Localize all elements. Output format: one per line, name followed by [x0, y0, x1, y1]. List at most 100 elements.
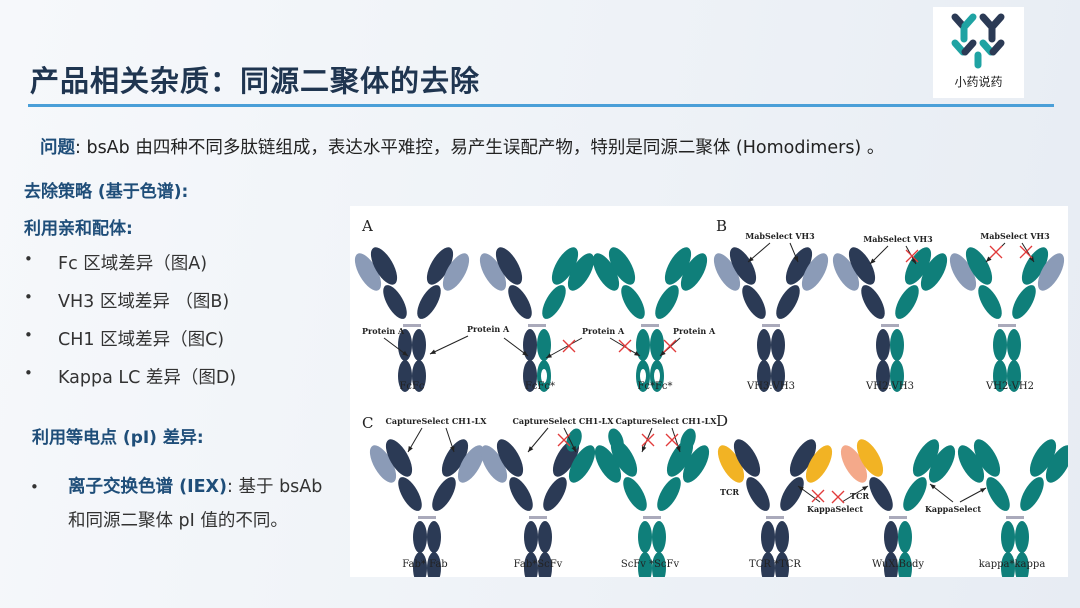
- fc-ch3-right: [890, 360, 904, 392]
- fc-ch2-right: [775, 521, 789, 553]
- panel-letter-c: C: [362, 414, 373, 432]
- fc-ch3-left: [523, 360, 537, 392]
- heavy-chain-ch1-left: [869, 477, 893, 511]
- fc-ch2-left: [636, 329, 650, 361]
- list-item-label: VH3 区域差异 （图B): [58, 292, 230, 312]
- cross-mark-icon: [1019, 245, 1033, 259]
- light-chain-left: [832, 253, 860, 291]
- fc-ch3-right: [412, 360, 426, 392]
- light-chain-right: [682, 445, 710, 483]
- tcr-label: TCR: [850, 491, 869, 501]
- arrowhead: [1029, 256, 1034, 262]
- heavy-chain-vh-left: [370, 247, 398, 285]
- arrowhead: [986, 256, 992, 262]
- fc-ch3-left: [884, 552, 898, 577]
- arrowhead: [430, 349, 436, 354]
- light-chain-right: [920, 253, 948, 291]
- light-chain-left: [949, 253, 977, 291]
- heavy-chain-vh-right: [785, 247, 813, 285]
- tcr-label: TCR: [720, 487, 739, 497]
- light-chain-left: [592, 253, 620, 291]
- heavy-chain-ch1-right: [780, 477, 804, 511]
- heavy-chain-ch1-left: [746, 477, 770, 511]
- heavy-chain-vh-left: [856, 439, 884, 477]
- kappaselect-label: KappaSelect: [807, 504, 863, 514]
- caption-d3: kappa*kappa: [979, 559, 1046, 570]
- arrowhead: [450, 446, 455, 452]
- light-chain-right: [928, 445, 956, 483]
- list-item: • CH1 区域差异（图C): [24, 326, 236, 364]
- bullet-dot: •: [24, 326, 33, 344]
- mabselect-label: MabSelect VH3: [980, 231, 1050, 241]
- caption-a1: FcFc: [399, 381, 424, 392]
- panel-letter-b: B: [716, 217, 727, 235]
- fc-ch3-right: [771, 360, 785, 392]
- heavy-chain-ch1-left: [509, 477, 533, 511]
- heavy-chain-vh-left: [848, 247, 876, 285]
- heavy-chain-ch1-right: [776, 285, 800, 319]
- bullet-dot: •: [24, 288, 33, 306]
- caption-c1: Fab* Fab: [402, 559, 447, 570]
- fc-ch3-left: [524, 552, 538, 577]
- list-item-label: CH1 区域差异（图C): [58, 330, 225, 350]
- heavy-chain-vh-right: [1021, 247, 1049, 285]
- hinge-bar: [528, 324, 546, 327]
- hinge-bar: [766, 516, 784, 519]
- light-chain-left: [594, 445, 622, 483]
- heavy-chain-vh-left: [733, 439, 761, 477]
- arrowhead: [676, 446, 681, 452]
- bullet-dot: •: [24, 250, 33, 268]
- arrowhead: [546, 353, 552, 358]
- light-chain-right: [568, 445, 596, 483]
- list-item: •Fc 区域差异（图A): [24, 250, 236, 288]
- fc-mutation-mark-left: [640, 369, 646, 383]
- heavy-chain-vh-left: [608, 247, 636, 285]
- logo-mark-icon: [951, 13, 1005, 69]
- cross-mark-icon: [618, 339, 632, 353]
- mabselect-label: MabSelect VH3: [863, 234, 933, 244]
- captureselect-label: CaptureSelect CH1-LX: [386, 416, 488, 426]
- arrowhead: [980, 488, 986, 493]
- heavy-chain-vh-right: [551, 247, 579, 285]
- arrowhead: [798, 486, 804, 492]
- light-chain-right: [1045, 445, 1068, 483]
- scfv-domain-left: [608, 428, 624, 452]
- fc-ch2-right: [898, 521, 912, 553]
- light-chain-right: [457, 445, 485, 483]
- fc-ch3-left: [1001, 552, 1015, 577]
- bullet-dot: •: [24, 364, 33, 382]
- heavy-chain-vh-right: [789, 439, 817, 477]
- hinge-bar: [1006, 516, 1024, 519]
- fc-ch2-left: [638, 521, 652, 553]
- hinge-bar: [881, 324, 899, 327]
- heavy-chain-vh-right: [426, 247, 454, 285]
- light-chain-right: [1037, 253, 1065, 291]
- light-chain-left: [479, 253, 507, 291]
- light-chain-right: [801, 253, 829, 291]
- fc-ch2-left: [398, 329, 412, 361]
- heavy-chain-vh-right: [664, 247, 692, 285]
- hinge-bar: [998, 324, 1016, 327]
- bullet-dot: •: [30, 478, 39, 496]
- scfv-domain-right: [680, 428, 696, 452]
- fc-ch3-right: [898, 552, 912, 577]
- arrowhead: [408, 446, 413, 452]
- fc-ch3-right: [652, 552, 666, 577]
- light-chain-left: [957, 445, 985, 483]
- heavy-chain-ch1-right: [1012, 285, 1036, 319]
- heavy-chain-ch1-right: [432, 477, 456, 511]
- heavy-chain-vh-right: [904, 247, 932, 285]
- fc-ch3-left: [761, 552, 775, 577]
- hinge-bar: [403, 324, 421, 327]
- caption-c2: Fab*ScFv: [514, 559, 563, 570]
- protein-a-label: Protein A: [582, 326, 625, 336]
- list-item-label: Kappa LC 差异（图D): [58, 368, 237, 388]
- hinge-bar: [641, 324, 659, 327]
- fc-ch3-left: [398, 360, 412, 392]
- heavy-chain-vh-right: [441, 439, 469, 477]
- arrowhead: [402, 350, 408, 356]
- fc-ch2-right: [537, 329, 551, 361]
- light-chain-right: [805, 445, 833, 483]
- heavy-chain-vh-right: [912, 439, 940, 477]
